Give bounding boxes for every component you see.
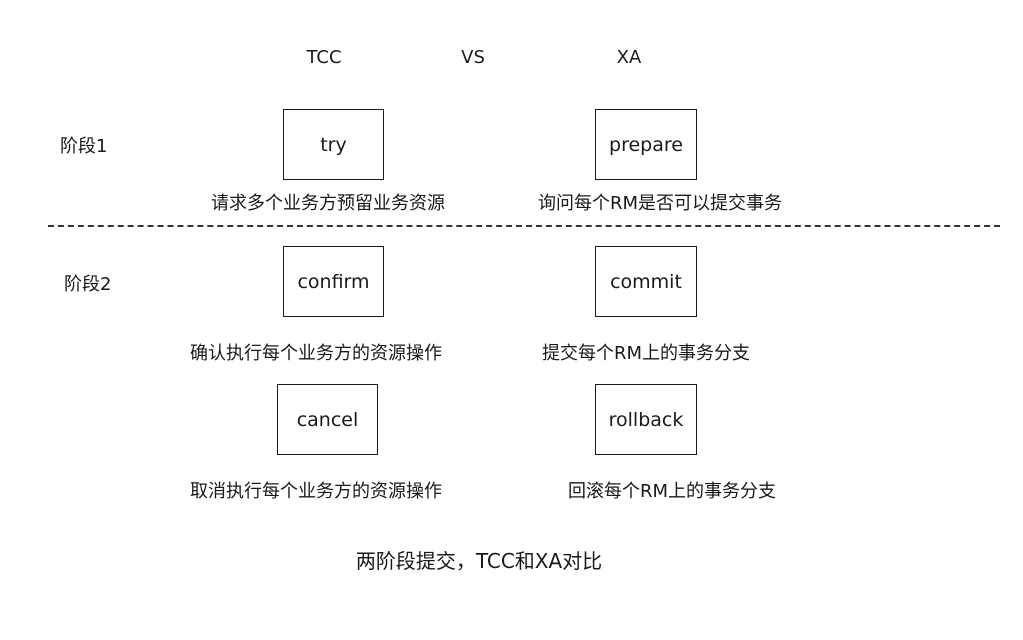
diagram-caption: 两阶段提交，TCC和XA对比	[355, 549, 603, 573]
xa-commit-box: commit	[595, 246, 697, 317]
xa-commit-label: commit	[610, 270, 682, 293]
phase1-label: 阶段1	[60, 136, 108, 157]
tcc-cancel-box: cancel	[277, 384, 378, 455]
xa-rollback-desc: 回滚每个RM上的事务分支	[567, 481, 777, 502]
tcc-cancel-label: cancel	[296, 408, 359, 431]
xa-prepare-desc: 询问每个RM是否可以提交事务	[537, 193, 783, 214]
xa-rollback-label: rollback	[608, 408, 684, 431]
header-vs: VS	[461, 47, 485, 68]
tcc-confirm-box: confirm	[283, 246, 384, 317]
tcc-cancel-desc: 取消执行每个业务方的资源操作	[190, 481, 442, 502]
tcc-try-desc: 请求多个业务方预留业务资源	[211, 193, 445, 214]
xa-rollback-box: rollback	[595, 384, 697, 455]
phase2-label: 阶段2	[64, 274, 112, 295]
xa-prepare-box: prepare	[595, 109, 697, 180]
header-xa: XA	[616, 47, 642, 68]
tcc-confirm-desc: 确认执行每个业务方的资源操作	[190, 343, 442, 364]
tcc-confirm-label: confirm	[297, 270, 370, 293]
phase-divider	[48, 225, 1000, 227]
xa-prepare-label: prepare	[609, 133, 683, 156]
header-tcc: TCC	[306, 47, 342, 68]
tcc-try-box: try	[283, 109, 384, 180]
tcc-try-label: try	[320, 133, 347, 156]
xa-commit-desc: 提交每个RM上的事务分支	[541, 343, 751, 364]
